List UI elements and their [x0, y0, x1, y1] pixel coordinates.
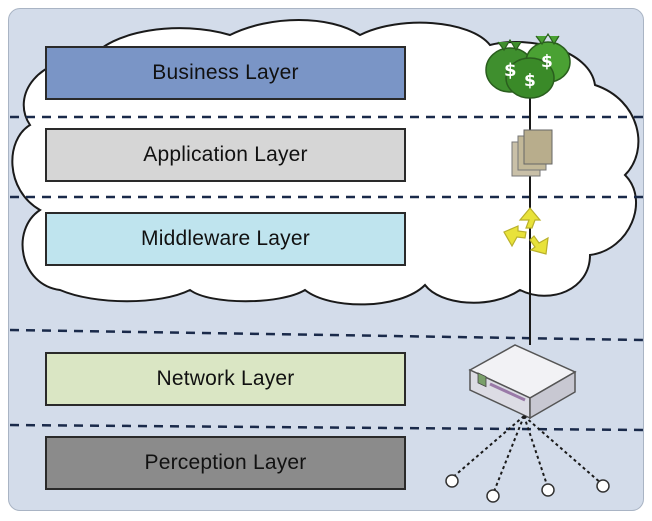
- network-device-icon: [468, 344, 577, 420]
- svg-text:$: $: [504, 60, 517, 81]
- application-layer-box: Application Layer: [45, 128, 406, 182]
- svg-text:$: $: [541, 52, 553, 72]
- money-bags-icon: $ $ $: [485, 32, 571, 99]
- sensor-node-icon: [541, 483, 555, 497]
- network-layer-label: Network Layer: [156, 367, 295, 390]
- divider-line: [9, 423, 646, 432]
- sensor-node-icon: [445, 474, 459, 488]
- svg-text:$: $: [524, 71, 536, 91]
- sensor-links: [451, 415, 603, 495]
- middleware-layer-box: Middleware Layer: [45, 212, 406, 266]
- documents-icon: [511, 129, 553, 177]
- perception-layer-box: Perception Layer: [45, 436, 406, 490]
- middleware-layer-label: Middleware Layer: [141, 227, 310, 250]
- sensor-node-icon: [596, 479, 610, 493]
- business-layer-box: Business Layer: [45, 46, 406, 100]
- sensor-node-icon: [486, 489, 500, 503]
- business-layer-label: Business Layer: [152, 61, 299, 84]
- recycle-icon: [503, 207, 549, 255]
- divider-line: [9, 328, 646, 342]
- perception-layer-label: Perception Layer: [144, 451, 307, 474]
- network-layer-box: Network Layer: [45, 352, 406, 406]
- sensor-nodes: [445, 474, 610, 503]
- application-layer-label: Application Layer: [143, 143, 308, 166]
